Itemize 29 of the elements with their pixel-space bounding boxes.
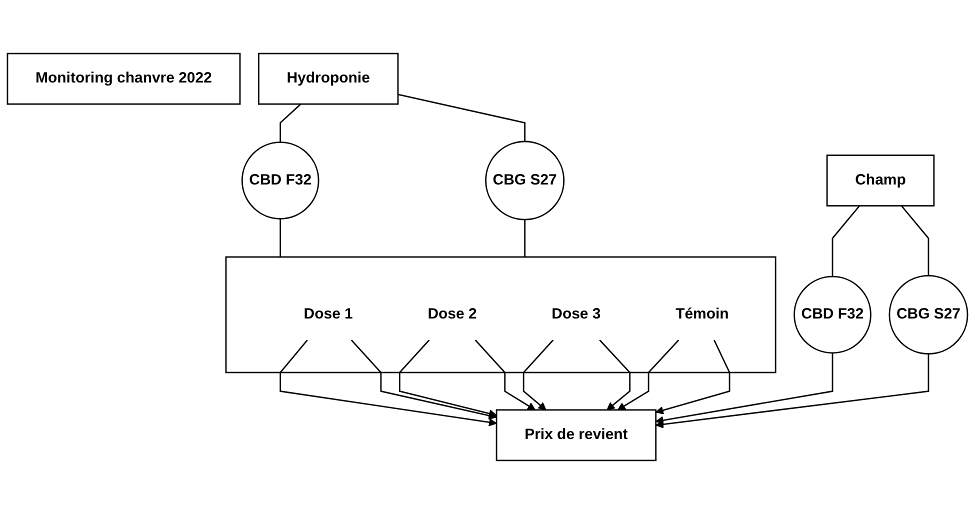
node-box: Hydroponie bbox=[258, 52, 399, 105]
arrow bbox=[655, 340, 730, 414]
cluster bbox=[225, 256, 776, 374]
node-text: Dose 1 bbox=[304, 306, 353, 322]
node-circle: CBD F32 bbox=[241, 142, 320, 220]
connector bbox=[280, 104, 302, 142]
arrow bbox=[617, 340, 680, 410]
connector bbox=[832, 205, 860, 277]
connector bbox=[280, 218, 282, 257]
node-circle: CBD F32 bbox=[794, 276, 872, 354]
arrow bbox=[655, 354, 930, 428]
node-box: Prix de revient bbox=[496, 409, 657, 462]
node-text: Témoin bbox=[676, 306, 729, 322]
connector bbox=[398, 94, 526, 142]
connector bbox=[524, 220, 526, 257]
node-text: Dose 2 bbox=[428, 306, 477, 322]
arrow bbox=[599, 340, 631, 410]
node-circle: CBG S27 bbox=[888, 275, 968, 354]
arrow bbox=[280, 340, 497, 426]
node-box: Champ bbox=[826, 154, 935, 206]
arrow bbox=[398, 340, 497, 418]
arrow bbox=[655, 352, 834, 424]
arrow bbox=[474, 340, 536, 410]
node-text: Dose 3 bbox=[552, 306, 601, 322]
arrow bbox=[350, 340, 497, 420]
arrow bbox=[522, 340, 554, 410]
node-circle: CBG S27 bbox=[485, 140, 565, 220]
node-box: Monitoring chanvre 2022 bbox=[6, 52, 241, 105]
connector bbox=[900, 205, 930, 276]
